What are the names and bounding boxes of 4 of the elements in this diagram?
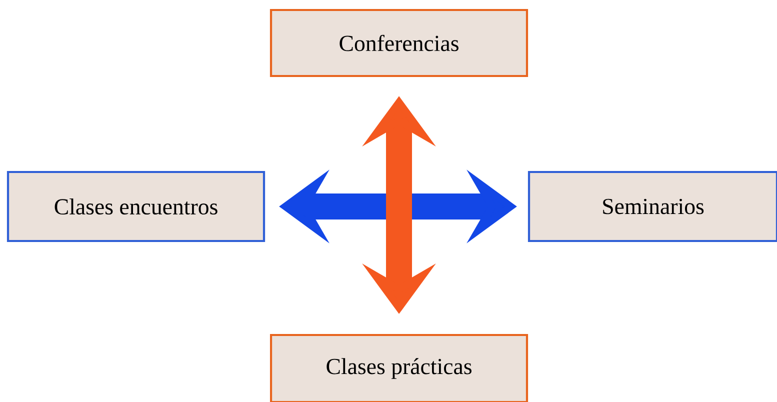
text-box: Conferencias xyxy=(270,8,528,78)
text-box: Seminarios xyxy=(528,170,777,242)
text-box: Clases encuentros xyxy=(6,170,266,242)
text-box: Clases prácticas xyxy=(270,334,528,402)
